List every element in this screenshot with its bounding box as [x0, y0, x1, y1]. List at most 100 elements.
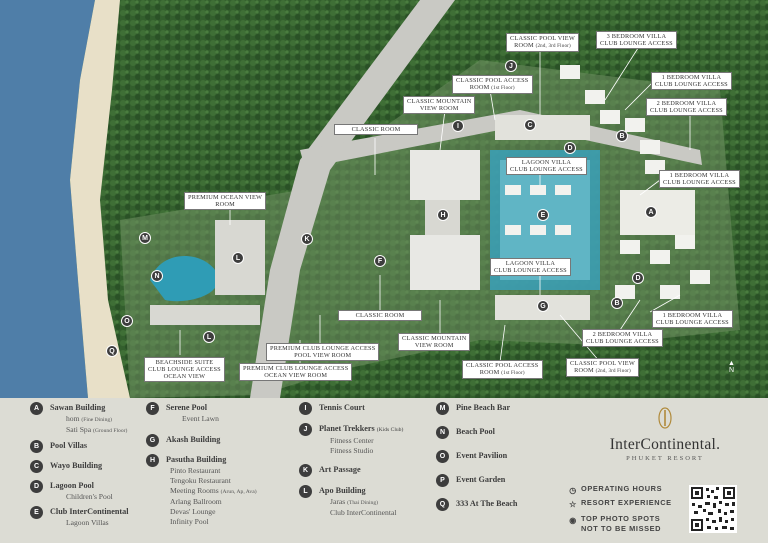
map-marker-l-bottom[interactable]: L	[203, 331, 215, 343]
operating-hours-link[interactable]: ◷ OPERATING HOURS	[568, 484, 672, 498]
villa-cluster	[505, 65, 710, 299]
callout-classic-pool-access-top: Classic Pool Access Room (1st Floor)	[452, 75, 533, 94]
legend-marker: O	[436, 450, 449, 463]
map-marker-d-top[interactable]: D	[564, 142, 576, 154]
callout-classic-pool-access-bottom: Classic Pool Access Room (1st Floor)	[462, 360, 543, 379]
legend-marker: L	[299, 485, 312, 498]
legend-item-k[interactable]: K Art Passage	[299, 464, 403, 477]
legend-marker: F	[146, 402, 159, 415]
info-links: ◷ OPERATING HOURS ☆ RESORT EXPERIENCE ◉ …	[568, 484, 672, 534]
star-icon: ☆	[569, 500, 577, 509]
brand-name: InterContinental.	[609, 436, 721, 453]
legend-item-b[interactable]: B Pool Villas	[30, 440, 128, 453]
legend-item-a[interactable]: A Sawan Building hom (Fine Dining) Sati …	[30, 402, 128, 436]
legend-item-j[interactable]: J Planet Trekkers (Kids Club) Fitness Ce…	[299, 423, 403, 456]
legend-item-g[interactable]: G Akash Building	[146, 434, 257, 447]
map-marker-e[interactable]: E	[537, 209, 549, 221]
resort-map: Classic Pool View Room (2nd, 3rd Floor) …	[0, 0, 768, 398]
legend-marker: C	[30, 460, 43, 473]
map-marker-m[interactable]: M	[139, 232, 151, 244]
map-marker-i[interactable]: I	[452, 120, 464, 132]
map-marker-k[interactable]: K	[301, 233, 313, 245]
legend-marker: G	[146, 434, 159, 447]
callout-lagoon-villa-top: Lagoon VillaClub Lounge Access	[506, 157, 587, 175]
callout-villa-1br-top: 1 Bedroom VillaClub Lounge Access	[651, 72, 732, 90]
camera-icon: ◉	[569, 516, 577, 525]
building-beachside	[150, 305, 260, 325]
map-marker-n[interactable]: N	[151, 270, 163, 282]
compass-arrow-icon: ▲	[728, 360, 735, 367]
legend-marker: D	[30, 480, 43, 493]
legend-item-n[interactable]: N Beach Pool	[436, 426, 518, 439]
legend-column-4: M Pine Beach Bar N Beach Pool O Event Pa…	[436, 402, 518, 514]
ocean	[0, 0, 95, 398]
building-sawan	[620, 190, 695, 235]
map-marker-q[interactable]: Q	[106, 345, 118, 357]
intercontinental-logo-icon	[658, 407, 672, 429]
map-marker-l-top[interactable]: L	[232, 252, 244, 264]
legend-item-l[interactable]: L Apo Building Jaras (Thai Dining) Club …	[299, 485, 403, 518]
map-marker-h[interactable]: H	[437, 209, 449, 221]
beach-pool	[150, 256, 219, 302]
building-classic-bottom	[410, 235, 480, 290]
map-marker-d-bottom[interactable]: D	[632, 272, 644, 284]
brand-block: InterContinental. PHUKET RESORT	[572, 407, 758, 462]
map-marker-b-bottom[interactable]: B	[611, 297, 623, 309]
callout-classic-room-top: Classic Room	[334, 124, 418, 135]
callout-villa-3br: 3 Bedroom VillaClub Lounge Access	[596, 31, 677, 49]
resort-experience-link[interactable]: ☆ RESORT EXPERIENCE	[568, 498, 672, 512]
callout-premium-club-pool: Premium Club Lounge AccessPool View Room	[266, 343, 380, 361]
legend-column-2: F Serene Pool Event Lawn G Akash Buildin…	[146, 402, 257, 531]
map-marker-g[interactable]: G	[537, 300, 549, 312]
legend-item-m[interactable]: M Pine Beach Bar	[436, 402, 518, 415]
legend-marker: J	[299, 423, 312, 436]
map-marker-a[interactable]: A	[645, 206, 657, 218]
legend-item-o[interactable]: O Event Pavilion	[436, 450, 518, 463]
callout-classic-pool-view-top: Classic Pool View Room (2nd, 3rd Floor)	[506, 33, 579, 52]
callout-premium-ocean: Premium Ocean ViewRoom	[184, 192, 267, 210]
map-marker-f[interactable]: F	[374, 255, 386, 267]
legend-column-3: I Tennis Court J Planet Trekkers (Kids C…	[299, 402, 403, 522]
legend-marker: B	[30, 440, 43, 453]
clock-icon: ◷	[569, 486, 577, 495]
building-classic-top	[410, 150, 480, 200]
callout-premium-club-ocean: Premium Club Lounge AccessOcean View Roo…	[239, 363, 353, 381]
legend-column-1: A Sawan Building hom (Fine Dining) Sati …	[30, 402, 128, 532]
callout-classic-pool-view-bottom: Classic Pool View Room (2nd, 3rd Floor)	[566, 358, 639, 377]
qr-code[interactable]	[689, 485, 737, 533]
compass-north: ▲ N	[728, 360, 735, 374]
legend-item-p[interactable]: P Event Garden	[436, 474, 518, 487]
legend-item-i[interactable]: I Tennis Court	[299, 402, 403, 415]
legend-item-e[interactable]: E Club InterContinental Lagoon Villas	[30, 506, 128, 528]
legend-marker: E	[30, 506, 43, 519]
map-marker-c[interactable]: C	[524, 119, 536, 131]
legend-item-f[interactable]: F Serene Pool Event Lawn	[146, 402, 257, 424]
legend-marker: P	[436, 474, 449, 487]
map-marker-b-top[interactable]: B	[616, 130, 628, 142]
brand-subtitle: PHUKET RESORT	[626, 455, 704, 462]
callout-classic-mountain-bottom: Classic MountainView Room	[398, 333, 471, 351]
legend-marker: I	[299, 402, 312, 415]
legend-item-h[interactable]: H Pasutha Building Pinto Restaurant Teng…	[146, 454, 257, 527]
beach	[70, 0, 130, 398]
legend-marker: H	[146, 454, 159, 467]
legend: A Sawan Building hom (Fine Dining) Sati …	[0, 398, 768, 543]
legend-marker: N	[436, 426, 449, 439]
callout-classic-mountain-top: Classic MountainView Room	[403, 96, 476, 114]
callout-villa-1br-bottom: 1 Bedroom VillaClub Lounge Access	[652, 310, 733, 328]
building-classic-pool-top	[495, 115, 590, 140]
callout-villa-2br-top: 2 Bedroom VillaClub Lounge Access	[646, 98, 727, 116]
legend-marker: Q	[436, 498, 449, 511]
callout-villa-1br-mid: 1 Bedroom VillaClub Lounge Access	[659, 170, 740, 188]
legend-item-d[interactable]: D Lagoon Pool Children's Pool	[30, 480, 128, 502]
map-marker-o[interactable]: O	[121, 315, 133, 327]
map-marker-j[interactable]: J	[505, 60, 517, 72]
legend-item-q[interactable]: Q 333 At The Beach	[436, 498, 518, 511]
callout-beachside-suite: Beachside SuiteClub Lounge AccessOcean V…	[144, 357, 225, 382]
callout-lagoon-villa-bottom: Lagoon VillaClub Lounge Access	[490, 258, 571, 276]
legend-marker: A	[30, 402, 43, 415]
callout-villa-2br-bottom: 2 Bedroom VillaClub Lounge Access	[582, 329, 663, 347]
legend-item-c[interactable]: C Wayo Building	[30, 460, 128, 473]
legend-marker: M	[436, 402, 449, 415]
